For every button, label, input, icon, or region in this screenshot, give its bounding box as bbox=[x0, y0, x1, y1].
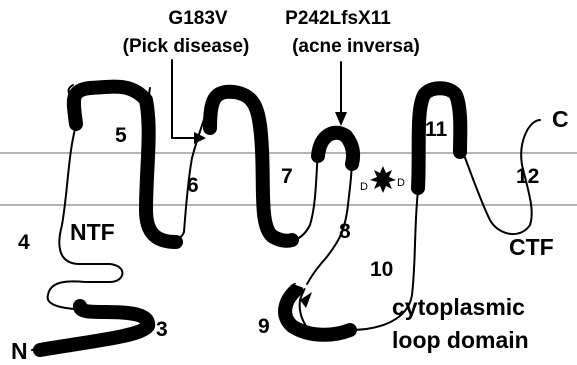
aspartate-label-right: D bbox=[397, 177, 405, 189]
n-terminus-label: N bbox=[11, 338, 28, 364]
cleavage-arrowhead bbox=[300, 292, 312, 308]
ctf-label: CTF bbox=[509, 234, 554, 260]
helix-label-11: 11 bbox=[425, 118, 448, 141]
helix-label-9: 9 bbox=[258, 315, 270, 338]
domain-label-line-2: loop domain bbox=[392, 327, 529, 353]
ntf-label: NTF bbox=[70, 219, 115, 245]
helix-label-6: 6 bbox=[187, 174, 199, 197]
cleavage-gap-mark bbox=[295, 281, 311, 290]
tm-helix-6-7 bbox=[203, 84, 299, 248]
helix-label-8: 8 bbox=[339, 220, 351, 243]
helix-label-3: 3 bbox=[156, 318, 168, 341]
p242-arrowhead bbox=[335, 112, 347, 126]
aspartate-label-left: D bbox=[360, 181, 368, 193]
tm-helix-11 bbox=[411, 81, 468, 195]
active-site-star-icon bbox=[370, 166, 396, 193]
mutation-1-name: G183V bbox=[168, 8, 227, 29]
helix-label-5: 5 bbox=[115, 124, 127, 147]
tm-helix-9 bbox=[278, 283, 357, 342]
helix-label-4: 4 bbox=[18, 231, 30, 254]
helix-label-12: 12 bbox=[516, 165, 539, 188]
helix-label-7: 7 bbox=[281, 165, 293, 188]
helix-label-10: 10 bbox=[370, 258, 393, 281]
tm-helix-8 bbox=[311, 125, 361, 171]
g183v-arrowhead bbox=[194, 132, 206, 144]
c-terminus-label: C bbox=[552, 106, 569, 132]
tm-helix-5 bbox=[66, 79, 183, 249]
domain-label-line-1: cytoplasmic bbox=[392, 294, 525, 320]
mutation-2-name: P242LfsX11 bbox=[285, 8, 391, 29]
mutation-2-disease: (acne inversa) bbox=[292, 36, 420, 57]
tm-helix-3 bbox=[33, 299, 155, 357]
mutation-1-disease: (Pick disease) bbox=[123, 36, 250, 57]
